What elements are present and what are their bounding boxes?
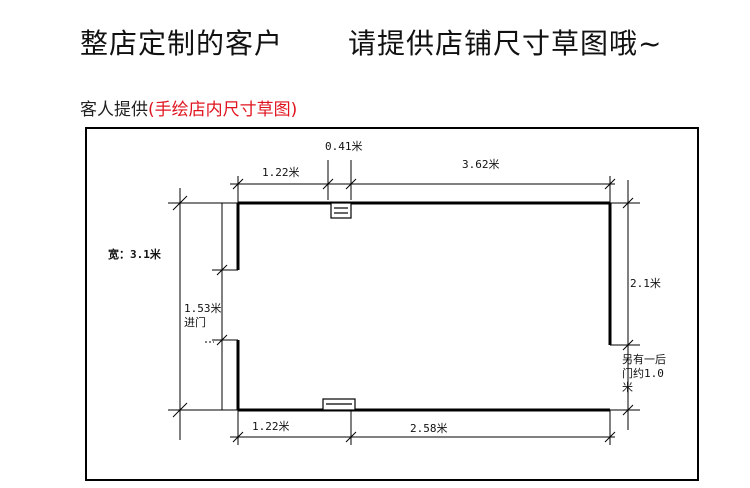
- subtitle-highlight: (手绘店内尺寸草图): [148, 100, 298, 120]
- label-top-right: 3.62米: [462, 158, 500, 171]
- label-bottom-left: 1.22米: [252, 420, 290, 433]
- label-back-door-1: 另有一后: [622, 352, 666, 366]
- label-back-door-3: 米: [622, 381, 633, 394]
- label-top-left: 1.22米: [262, 166, 300, 179]
- label-width-left: 宽：3.1米: [107, 247, 162, 261]
- label-door-left-text: 进门: [184, 315, 206, 329]
- heading-title-left: 整店定制的客户: [80, 27, 284, 60]
- sketch-subtitle: 客人提供(手绘店内尺寸草图): [80, 95, 297, 120]
- room-walls: [236, 201, 612, 412]
- label-bottom-right: 2.58米: [410, 422, 448, 435]
- label-back-door-2: 门约1.0: [622, 366, 664, 380]
- label-door-left-value: 1.53米: [184, 302, 222, 315]
- heading-title-right: 请提供店铺尺寸草图哦~: [348, 27, 663, 60]
- label-right-wall: 2.1米: [630, 277, 661, 290]
- bottom-window-symbol: [322, 398, 356, 411]
- dimension-lines: [168, 160, 640, 445]
- sketch-frame: [85, 127, 699, 481]
- subtitle-prefix: 客人提供: [80, 100, 148, 120]
- top-window-symbol: [330, 202, 352, 219]
- label-gap-top: 0.41米: [325, 140, 363, 153]
